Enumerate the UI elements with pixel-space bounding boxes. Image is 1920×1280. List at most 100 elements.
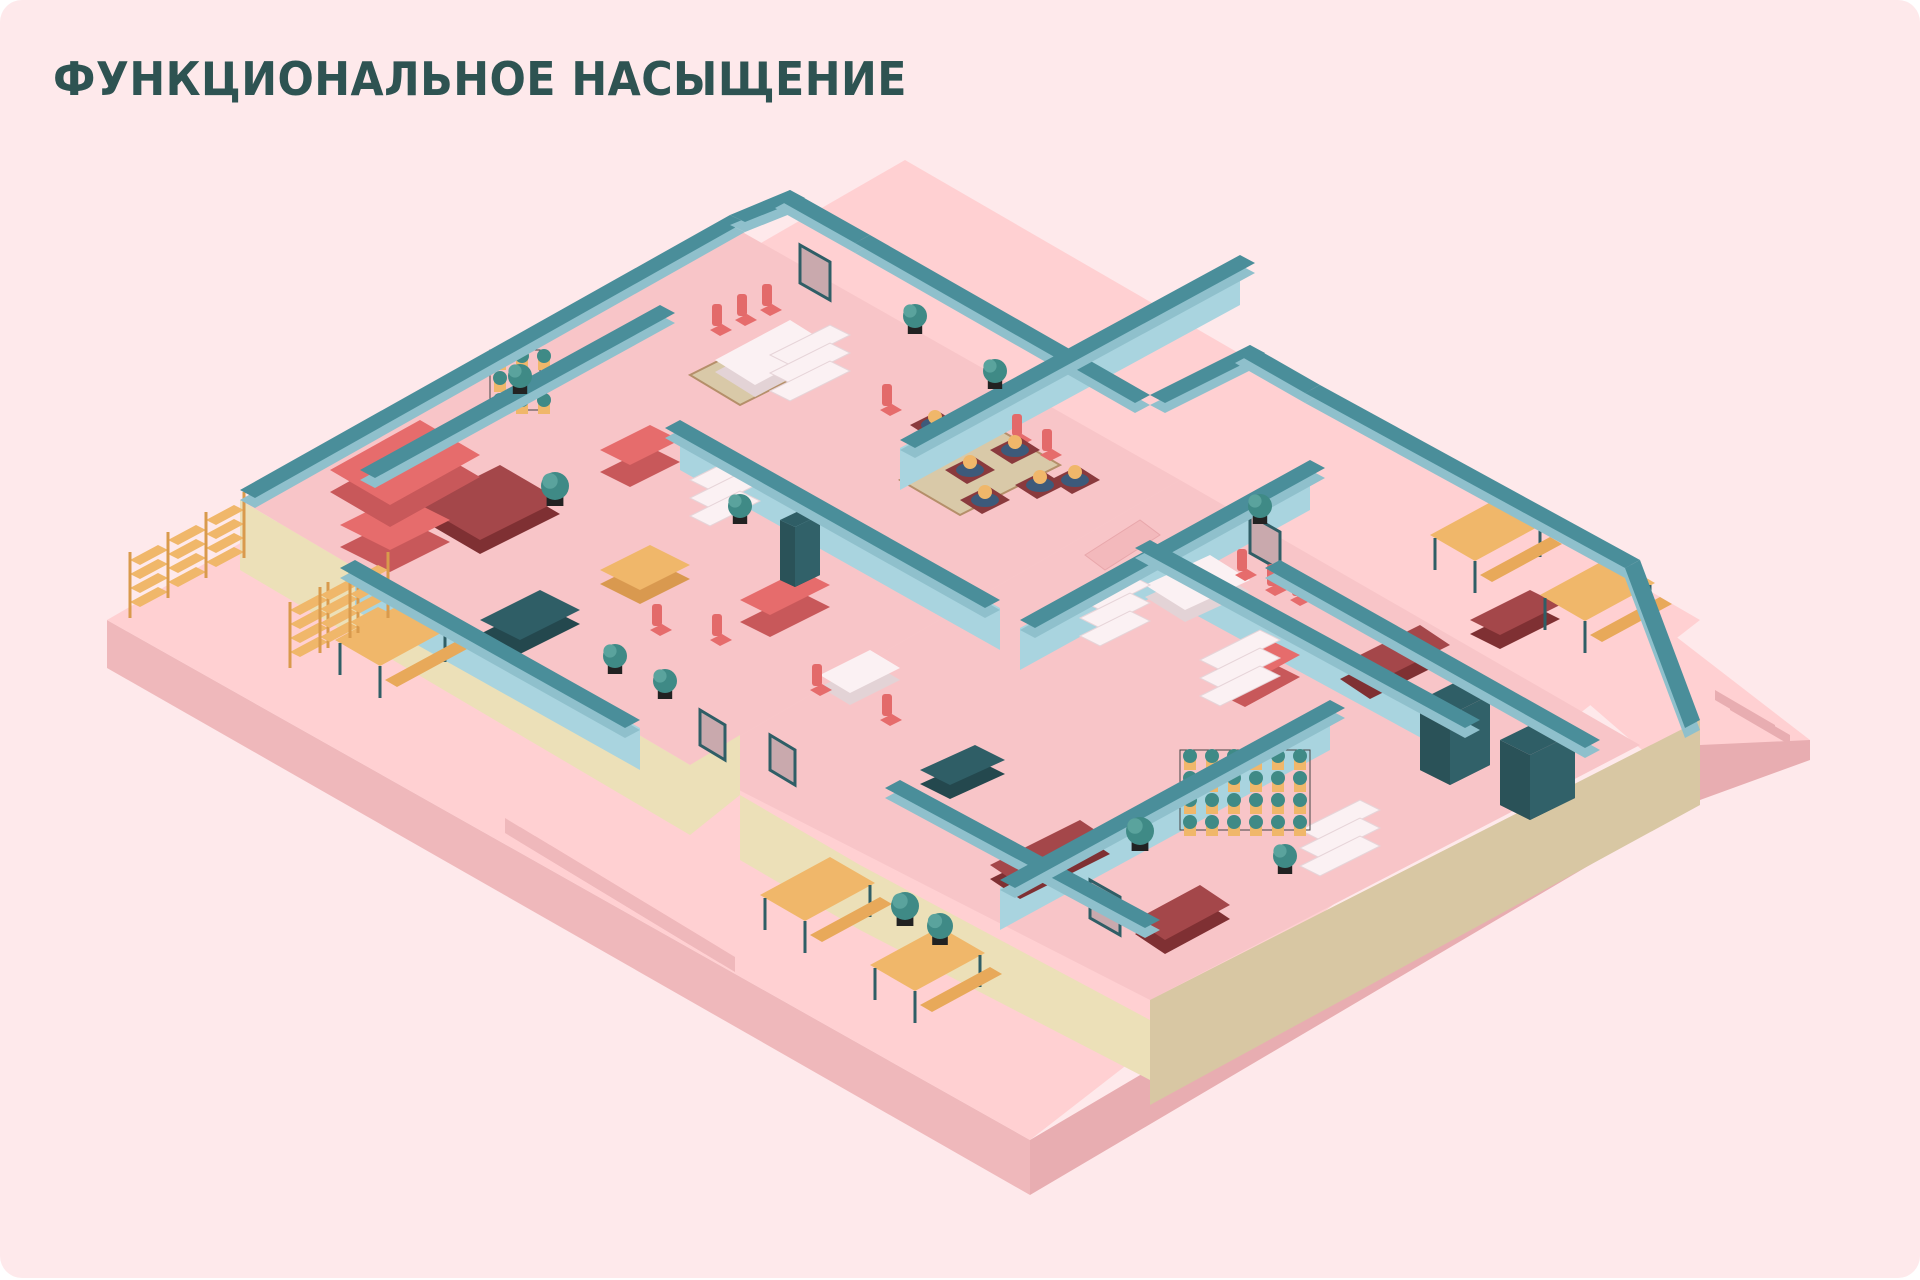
chair-back <box>712 614 722 636</box>
chair-back <box>1012 414 1022 436</box>
chair-back <box>762 284 772 306</box>
facade-wall <box>1150 720 1700 1105</box>
picnic-table-top <box>760 857 875 921</box>
drying-rack-shelf <box>130 545 168 565</box>
counter-front <box>740 592 830 637</box>
drying-rack-shelf <box>130 573 168 593</box>
counter-top <box>740 570 830 615</box>
pottery-wheel-plate <box>956 463 984 477</box>
plant-highlight <box>903 304 917 318</box>
shelf-board <box>768 360 852 402</box>
chair-seat <box>760 304 782 316</box>
chair-back <box>812 664 822 686</box>
chair-seat <box>810 684 832 696</box>
plant-leaves <box>1183 749 1197 763</box>
cabinet-front <box>780 520 795 587</box>
wall-top <box>1000 700 1345 888</box>
white-table <box>715 320 830 385</box>
wall-top <box>1235 345 1320 393</box>
shelf-board <box>1298 817 1382 859</box>
chair-back <box>737 294 747 316</box>
plant-leaves <box>1227 793 1241 807</box>
picnic-bench <box>1480 537 1562 582</box>
pottery-wheel-plate <box>1026 478 1054 492</box>
chair-back <box>1237 549 1247 571</box>
shelf-board <box>1078 592 1152 629</box>
side-terrace-edge <box>1700 740 1810 800</box>
shelf-board <box>768 342 852 384</box>
window-glass <box>798 242 832 303</box>
drying-rack-shelf <box>130 559 168 579</box>
sofa <box>920 745 1005 785</box>
plant-leaves <box>1205 815 1219 829</box>
shelf-board <box>1078 610 1152 647</box>
plant-leaves <box>1293 815 1307 829</box>
wall-side <box>665 430 1000 618</box>
plant-leaves <box>1293 793 1307 807</box>
clay-pot <box>1008 435 1022 449</box>
plant-highlight <box>892 893 908 909</box>
plant-leaves <box>1183 815 1197 829</box>
wall-top <box>775 190 870 243</box>
clay-pot <box>963 455 977 469</box>
plant-highlight <box>983 359 997 373</box>
interior-staircase <box>1084 519 1161 571</box>
plant-highlight <box>603 644 617 658</box>
plant-leaves <box>1271 793 1285 807</box>
plant-leaves <box>1293 771 1307 785</box>
plant-highlight <box>1273 844 1287 858</box>
side-stair-step <box>1715 690 1775 735</box>
chair-seat <box>735 314 757 326</box>
chair-seat <box>880 404 902 416</box>
work-table <box>420 465 560 540</box>
plant-highlight <box>927 913 943 929</box>
plant-leaves <box>493 371 507 385</box>
chair-back <box>712 304 722 326</box>
wall-top <box>1135 540 1480 728</box>
drying-rack-shelf <box>168 539 206 559</box>
chair-back <box>882 384 892 406</box>
plant-highlight <box>1248 494 1262 508</box>
chair-back <box>882 694 892 716</box>
drying-rack-shelf <box>350 607 388 627</box>
plant-leaves <box>1271 771 1285 785</box>
picnic-bench <box>810 897 892 942</box>
wall-top <box>1150 345 1265 403</box>
drying-rack-shelf <box>206 519 244 539</box>
plant-leaves <box>1249 815 1263 829</box>
wall-side <box>855 245 1150 413</box>
wall-side <box>885 790 1160 938</box>
wall-top <box>665 420 1000 608</box>
plant-leaves <box>1227 815 1241 829</box>
wall-side <box>775 200 870 253</box>
picnic-bench <box>920 967 1002 1012</box>
cabinet-side <box>1530 733 1575 820</box>
wall-top <box>1625 560 1700 728</box>
wall-tops <box>240 190 1700 938</box>
drying-rack-shelf <box>206 533 244 553</box>
wall-side <box>900 265 1255 458</box>
cabinet-side <box>795 515 820 587</box>
drying-rack-shelf <box>206 547 244 567</box>
sofa <box>600 545 690 590</box>
drying-rack-shelf <box>168 553 206 573</box>
plant-highlight <box>542 473 558 489</box>
window-glass <box>698 707 727 763</box>
drying-rack-shelf <box>168 525 206 545</box>
stairs <box>505 519 1790 972</box>
drying-rack-shelf <box>130 587 168 607</box>
page-title: ФУНКЦИОНАЛЬНОЕ НАСЫЩЕНИЕ <box>53 52 907 106</box>
plant-leaves <box>1205 793 1219 807</box>
plant-leaves <box>1249 771 1263 785</box>
cabinet-front <box>1500 740 1530 820</box>
wall-top <box>340 560 640 728</box>
plant-highlight <box>728 494 742 508</box>
chair-seat <box>1040 449 1062 461</box>
wall-side <box>1235 355 1320 403</box>
counter-top <box>600 425 680 465</box>
picnic-table-top <box>870 927 985 991</box>
sofa <box>480 590 580 640</box>
plant-leaves <box>1205 749 1219 763</box>
